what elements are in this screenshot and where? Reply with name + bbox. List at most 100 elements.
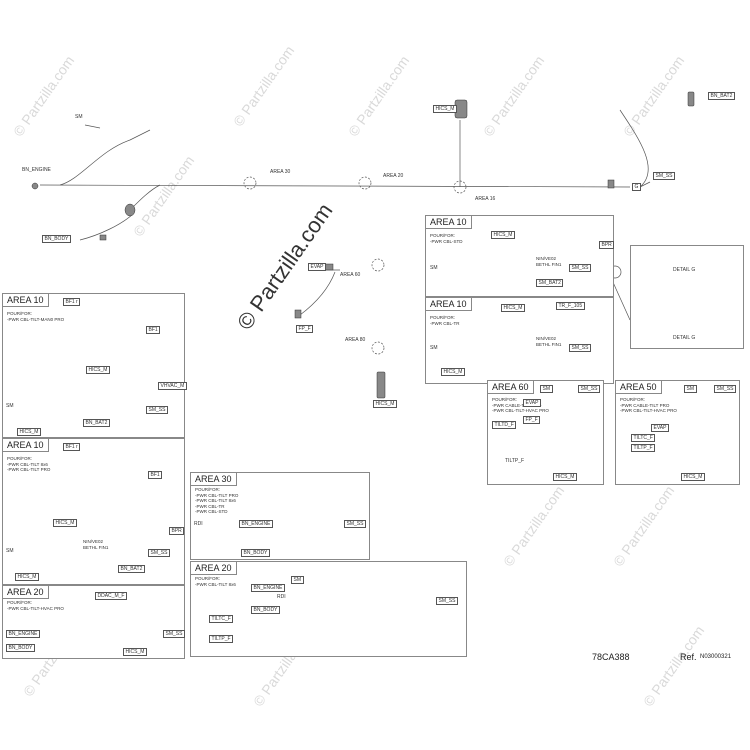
ref-label: Ref. [680, 652, 697, 662]
panel-label: SM_BAT2 [536, 279, 564, 287]
detail-caption: DETAIL G [673, 335, 696, 341]
panel-label: TILTC_F [209, 615, 234, 623]
label-sm-ss: SM_SS [653, 172, 675, 180]
panel-label: BN_BODY [6, 644, 35, 652]
panel-area-60: AREA 60 POUR/FOR: -PWR CABLE-TILT PRO -P… [487, 380, 604, 485]
panel-label: TR_F_105 [556, 302, 585, 310]
label-bn-batt: BN_BAT2 [708, 92, 735, 100]
panel-label: HICS_M [53, 519, 77, 527]
panel-label: SM_SS [436, 597, 458, 605]
main-trunk-line [39, 184, 631, 188]
panel-pour-for: POUR/FOR: -PWR CBL-TILT-MAN0 PRO [7, 311, 65, 322]
panel-label: HICS_M [681, 473, 705, 481]
panel-area-10-std: AREA 10 POUR/FOR: -PWR CBL-STD HICS_M BP… [425, 215, 615, 297]
panel-label: SM [430, 345, 438, 351]
label-bn-engine: BN_ENGINE [22, 167, 51, 173]
panel-label: BN_BAT2 [83, 419, 110, 427]
panel-label: VHVAC_M [158, 382, 187, 390]
panel-label: SM_SS [569, 264, 591, 272]
panel-area-20-tilt-8x6: AREA 20 POUR/FOR: -PWR CBL-TILT 8x6 BN_E… [190, 561, 467, 657]
panel-label: EVAP [523, 399, 541, 407]
panel-area-10-tr: AREA 10 POUR/FOR: -PWR CBL-TR HICS_M TR_… [425, 297, 614, 384]
panel-label: FP_F [523, 416, 541, 424]
panel-label: BN_ENGINE [6, 630, 40, 638]
panel-title: AREA 10 [3, 294, 49, 307]
label-area-60: AREA 60 [340, 272, 361, 278]
panel-label: BF1 [146, 326, 161, 334]
label-area-30: AREA 30 [270, 169, 291, 175]
label-area-16: AREA 16 [475, 196, 496, 202]
panel-title: AREA 10 [426, 216, 472, 229]
detail-title: DETAIL G [673, 267, 696, 273]
panel-label: SM [430, 265, 438, 271]
panel-label: NIN/VE02 BETHL FIN1 [536, 256, 562, 267]
panel-detail-g: DETAIL G DETAIL G [630, 245, 744, 349]
panel-label: SM_SS [148, 549, 170, 557]
label-area-20: AREA 20 [383, 173, 404, 179]
panel-label: SM_SS [146, 406, 168, 414]
panel-area-20-hvac-pro: AREA 20 POUR/FOR: -PWR CBL-TILT-HVAC PRO… [2, 585, 185, 659]
panel-label: BF1 r [63, 298, 81, 306]
panel-title: AREA 10 [3, 439, 49, 452]
panel-title: AREA 10 [426, 298, 472, 311]
panel-label: HICS_M [17, 428, 41, 436]
panel-label: SM_SS [344, 520, 366, 528]
panel-pour-for: POUR/FOR: -PWR CBL-TILT 8x6 -PWR CBL-TIL… [7, 456, 51, 472]
panel-label: BN_ENGINE [239, 520, 273, 528]
panel-label: TILTD_F [492, 421, 517, 429]
label-hics: HICS_M [433, 105, 457, 113]
panel-label: EVAP [651, 424, 669, 432]
panel-label: SM [540, 385, 553, 393]
panel-label: SM [684, 385, 697, 393]
panel-title: AREA 20 [191, 562, 237, 575]
panel-label: TILTC_F [631, 434, 656, 442]
panel-pour-for: POUR/FOR: -PWR CBL-STD [430, 233, 463, 244]
panel-title: AREA 20 [3, 586, 49, 599]
panel-label: BN_BODY [251, 606, 280, 614]
panel-title: AREA 60 [488, 381, 534, 394]
label-hics-m: HICS_M [373, 400, 397, 408]
panel-label: BN_ENGINE [251, 584, 285, 592]
diagram-code: 78CA388 [592, 652, 630, 662]
panel-title: AREA 50 [616, 381, 662, 394]
panel-pour-for: POUR/FOR: -PWR CABLE-TILT PRO -PWR CBL-T… [620, 397, 677, 413]
panel-pour-for: POUR/FOR: -PWR CBL-TILT PRO -PWR CBL-TIL… [195, 487, 239, 514]
panel-title: AREA 30 [191, 473, 237, 486]
panel-label: BF1 [148, 471, 163, 479]
panel-label: TILTP_F [209, 635, 234, 643]
panel-label: HICS_M [553, 473, 577, 481]
panel-label: BPR [599, 241, 615, 249]
panel-label: SM [6, 548, 14, 554]
panel-label: HICS_M [15, 573, 39, 581]
ref-value: N03000321 [700, 654, 732, 660]
panel-label: SM_SS [163, 630, 185, 638]
panel-area-30: AREA 30 POUR/FOR: -PWR CBL-TILT PRO -PWR… [190, 472, 370, 560]
panel-pour-for: POUR/FOR: -PWR CBL-TILT 8x6 [195, 576, 236, 587]
panel-label: BN_BAT2 [118, 565, 145, 573]
label-fp-f: FP_F [296, 325, 314, 333]
label-sm: SM [75, 114, 83, 120]
panel-label: NIN/VE02 BETHL FIN1 [83, 539, 109, 550]
panel-label: TILTP_F [505, 458, 525, 464]
panel-label: RDI [277, 594, 286, 600]
panel-label: HICS_M [86, 366, 110, 374]
panel-label: DDAC_M_F [95, 592, 127, 600]
panel-label: SM_SS [714, 385, 736, 393]
panel-label: HICS_M [123, 648, 147, 656]
panel-label: HICS_M [501, 304, 525, 312]
panel-pour-for: POUR/FOR: -PWR CBL-TR [430, 315, 460, 326]
panel-area-10-tilt-8x6: AREA 10 POUR/FOR: -PWR CBL-TILT 8x6 -PWR… [2, 438, 185, 585]
panel-label: RDI [194, 521, 203, 527]
panel-label: SM [291, 576, 304, 584]
label-evap: EVAP [308, 263, 326, 271]
panel-area-50: AREA 50 POUR/FOR: -PWR CABLE-TILT PRO -P… [615, 380, 740, 485]
panel-label: NIN/VE02 BETHL FIN1 [536, 336, 562, 347]
panel-label: BPR [169, 527, 185, 535]
panel-area-10-tilt-pro: AREA 10 POUR/FOR: -PWR CBL-TILT-MAN0 PRO… [2, 293, 187, 438]
panel-label: HICS_M [441, 368, 465, 376]
panel-label: TILTP_F [631, 444, 656, 452]
panel-label: HICS_M [491, 231, 515, 239]
panel-label: SM_SS [578, 385, 600, 393]
panel-pour-for: POUR/FOR: -PWR CBL-TILT-HVAC PRO [7, 600, 64, 611]
